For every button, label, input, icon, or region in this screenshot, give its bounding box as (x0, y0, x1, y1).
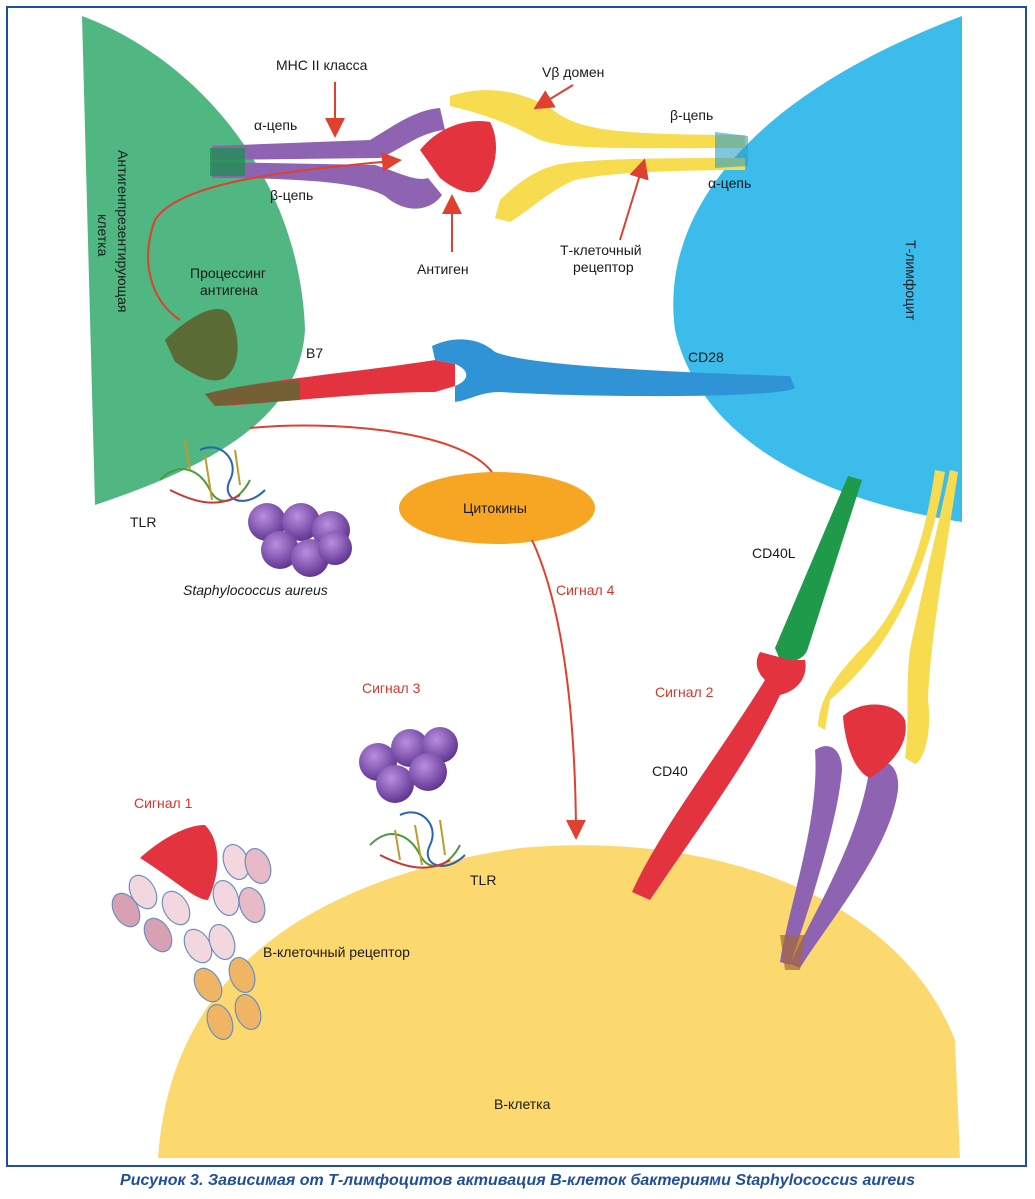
label-tlr-bottom: TLR (470, 872, 496, 888)
label-processing-line1: Процессинг (190, 265, 266, 281)
label-tlr-top: TLR (130, 514, 156, 530)
b-cell (158, 845, 960, 1158)
cd40-molecule (632, 652, 806, 900)
label-tcr-line2: рецептор (573, 259, 634, 275)
antigen-presenting-cell (82, 16, 305, 505)
figure-caption: Рисунок 3. Зависимая от Т-лимфоцитов акт… (120, 1172, 915, 1189)
label-cd40l: CD40L (752, 545, 796, 561)
label-staph: Staphylococcus aureus (183, 582, 328, 598)
arrow-processing (147, 152, 402, 321)
arrow-signal4 (531, 539, 586, 840)
label-apc-line1: Антигенпрезентирующая (115, 150, 131, 313)
label-alpha-chain-apc: α-цепь (254, 117, 297, 133)
label-processing-line2: антигена (200, 282, 258, 298)
label-mhc: MHC II класса (276, 57, 368, 73)
label-beta-chain-apc: β-цепь (270, 187, 313, 203)
label-signal1: Сигнал 1 (134, 795, 193, 811)
staphylococcus-cluster-top (248, 503, 352, 577)
label-vbeta: Vβ домен (542, 64, 604, 80)
label-bcr: В-клеточный рецептор (263, 944, 410, 960)
label-beta-chain-tcr: β-цепь (670, 107, 713, 123)
label-cd40: CD40 (652, 763, 688, 779)
label-t-cell: Т-лимфоцит (903, 240, 919, 321)
cd28-molecule (432, 339, 795, 402)
tlr-structure-bottom (369, 811, 466, 869)
antigen-top (420, 120, 496, 193)
mhc-class-ii (210, 108, 445, 209)
cd40l-molecule (775, 476, 862, 662)
arrow-tcr (619, 158, 649, 241)
label-signal3: Сигнал 3 (362, 680, 421, 696)
b-cell-receptors (111, 843, 272, 1041)
label-signal2: Сигнал 2 (655, 684, 714, 700)
mhc-class-ii-bottom (780, 746, 899, 970)
label-cd28: CD28 (688, 349, 724, 365)
arrow-cytokines-source (249, 424, 493, 473)
staphylococcus-cluster-bottom (359, 727, 458, 803)
tlr-structure-top (159, 439, 266, 504)
t-cell-receptor-bottom (818, 470, 958, 764)
label-tcr-line1: Т-клеточный (560, 242, 642, 258)
arrow-vbeta (533, 84, 574, 110)
label-b-cell: В-клетка (494, 1096, 551, 1112)
label-antigen: Антиген (417, 261, 469, 277)
label-b7: B7 (306, 345, 323, 361)
t-lymphocyte-cell (673, 16, 962, 522)
cytokines-ellipse (399, 472, 595, 544)
antigen-signal1 (140, 825, 218, 900)
label-cytokines: Цитокины (463, 500, 527, 516)
label-signal4: Сигнал 4 (556, 582, 615, 598)
label-apc-line2: клетка (95, 214, 111, 257)
arrows (147, 82, 649, 840)
antigen-bottom (843, 704, 906, 778)
t-cell-receptor (450, 90, 748, 222)
processed-antigen (165, 309, 238, 381)
diagram: MHC II класса α-цепь β-цепь Vβ домен β-ц… (82, 16, 962, 1158)
label-alpha-chain-tcr: α-цепь (708, 175, 751, 191)
